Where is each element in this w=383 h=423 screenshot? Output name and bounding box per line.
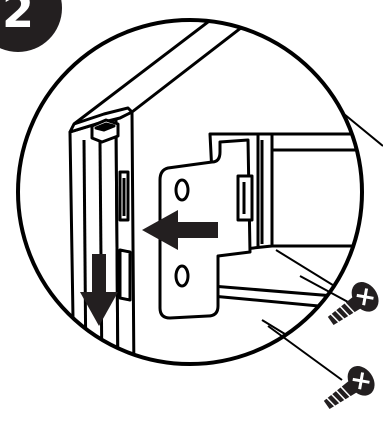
zoom-circle-outline (16, 18, 364, 366)
push-down-arrow (80, 254, 118, 326)
screw-icon (327, 282, 379, 326)
door-panel (68, 20, 291, 364)
step-badge: 2 (0, 0, 62, 52)
leader-lines-outer (267, 113, 383, 381)
upper-screw (327, 282, 379, 326)
slide-left-arrow (142, 210, 218, 250)
step-number: 2 (2, 0, 34, 38)
step-badge-circle (0, 0, 62, 52)
screw-icon (323, 366, 375, 410)
lower-screw (323, 366, 375, 410)
